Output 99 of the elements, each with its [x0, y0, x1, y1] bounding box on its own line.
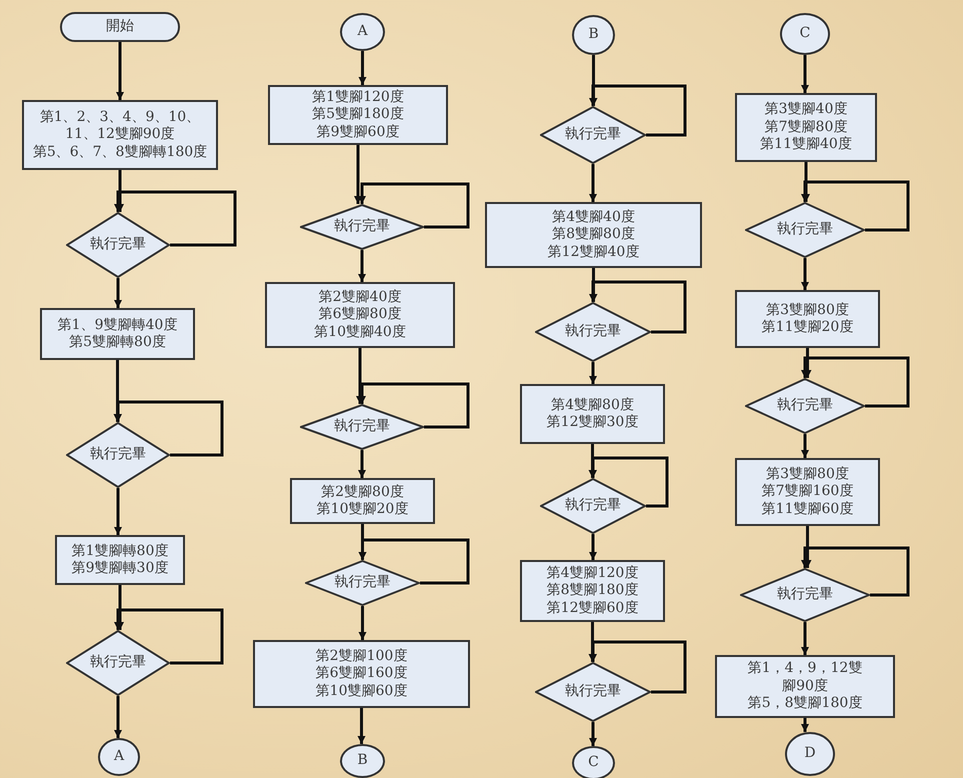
step-text: 第3雙腳40度第7雙腳80度第11雙腳40度: [760, 101, 852, 154]
decision-text: 執行完畢: [777, 586, 833, 604]
loop-arrow: [114, 400, 224, 456]
process-box: [22, 100, 218, 170]
step-text: 第3雙腳80度第11雙腳20度: [762, 302, 854, 336]
arrow: [358, 450, 366, 478]
connector-letter: A: [357, 23, 368, 41]
decision-text: 執行完畢: [334, 418, 390, 436]
arrow: [589, 722, 597, 746]
process-box: [290, 478, 435, 524]
arrow: [114, 360, 122, 422]
arrow: [590, 55, 598, 106]
arrow: [116, 585, 124, 630]
connector-letter: C: [800, 25, 810, 43]
arrow: [116, 42, 124, 100]
connector-circle: [340, 13, 385, 51]
arrow: [588, 444, 596, 478]
step-text: 第4雙腳80度第12雙腳30度: [546, 396, 638, 432]
arrow: [802, 162, 810, 202]
arrow: [801, 434, 809, 458]
decision-text: 執行完畢: [90, 446, 146, 464]
start-terminator: [60, 12, 180, 42]
process-box: [735, 93, 877, 162]
decision-text: 執行完畢: [90, 654, 146, 672]
process-box: [55, 535, 185, 585]
loop-arrow: [114, 190, 236, 246]
connector-letter: D: [804, 745, 816, 763]
process-box: [520, 560, 665, 622]
process-box: [265, 282, 455, 348]
decision-text: 執行完畢: [334, 218, 390, 236]
loop-arrow: [114, 608, 224, 664]
connector-circle: [572, 746, 615, 778]
connector-circle: [572, 15, 615, 55]
process-box: [735, 290, 880, 348]
step-text: 第1、2、3、4、9、10、11、12雙腳90度第5、6、7、8雙腳轉180度: [32, 108, 208, 162]
connector-letter: B: [588, 26, 599, 44]
arrow: [358, 606, 366, 640]
arrow: [804, 348, 812, 378]
connector-circle: [340, 744, 385, 778]
loop-arrow: [358, 182, 470, 228]
process-box: [253, 640, 470, 708]
arrow: [589, 164, 597, 202]
arrow: [801, 55, 809, 93]
step-text: 第2雙腳80度第10雙腳20度: [316, 484, 408, 518]
decision-text: 執行完畢: [90, 236, 146, 254]
connector-letter: C: [588, 754, 599, 772]
arrow: [358, 708, 366, 744]
arrow: [589, 362, 597, 384]
step-text: 第1雙腳120度第5雙腳180度第9雙腳60度: [312, 88, 404, 142]
decision-text: 執行完畢: [334, 574, 390, 592]
loop-arrow: [589, 84, 686, 136]
arrow: [801, 718, 809, 732]
arrow: [801, 622, 809, 655]
process-box: [520, 384, 665, 444]
arrow: [114, 696, 122, 738]
decision-text: 執行完畢: [565, 126, 621, 144]
connector-letter: A: [114, 748, 124, 766]
decision-text: 執行完畢: [565, 683, 621, 701]
arrow: [358, 250, 366, 282]
connector-circle: [780, 13, 830, 55]
step-text: 第1，4，9，12雙腳90度第5，8雙腳180度: [748, 660, 862, 713]
step-text: 第2雙腳100度第6雙腳160度第10雙腳60度: [316, 648, 408, 700]
loop-arrow: [589, 456, 668, 508]
step-text: 第4雙腳40度第8雙腳80度第12雙腳40度: [548, 208, 640, 262]
arrow: [354, 145, 362, 204]
step-text: 第1、9雙腳轉40度第5雙腳轉80度: [58, 316, 178, 352]
process-box: [40, 308, 195, 360]
process-box: [268, 85, 448, 145]
connector-circle: [785, 732, 835, 776]
arrow: [804, 526, 812, 568]
decision-text: 執行完畢: [777, 397, 833, 415]
arrow: [114, 278, 122, 308]
step-text: 第1雙腳轉80度第9雙腳轉30度: [72, 542, 168, 578]
loop-arrow: [589, 280, 686, 334]
step-text: 第2雙腳40度第6雙腳80度第10雙腳40度: [314, 288, 406, 342]
loop-arrow: [589, 640, 686, 694]
arrow: [589, 534, 597, 560]
arrow: [356, 348, 364, 404]
decision-text: 執行完畢: [565, 497, 621, 515]
loop-arrow: [358, 538, 470, 584]
arrow: [114, 488, 122, 535]
decision-text: 執行完畢: [565, 323, 621, 341]
step-text: 第3雙腳80度第7雙腳160度第11雙腳60度: [762, 466, 854, 518]
loop-arrow: [801, 180, 910, 232]
arrow: [358, 51, 366, 85]
step-text: 開始: [106, 18, 134, 36]
arrow: [116, 170, 124, 212]
arrow: [590, 268, 598, 302]
process-box: [715, 655, 895, 718]
arrow: [801, 258, 809, 290]
decision-text: 執行完畢: [777, 221, 833, 239]
loop-arrow: [801, 546, 910, 596]
connector-letter: B: [357, 752, 368, 770]
loop-arrow: [801, 356, 910, 408]
step-text: 第4雙腳120度第8雙腳180度第12雙腳60度: [546, 564, 638, 618]
process-box: [735, 458, 880, 526]
arrow: [588, 622, 596, 662]
connector-circle: [98, 738, 140, 776]
process-box: [485, 202, 702, 268]
